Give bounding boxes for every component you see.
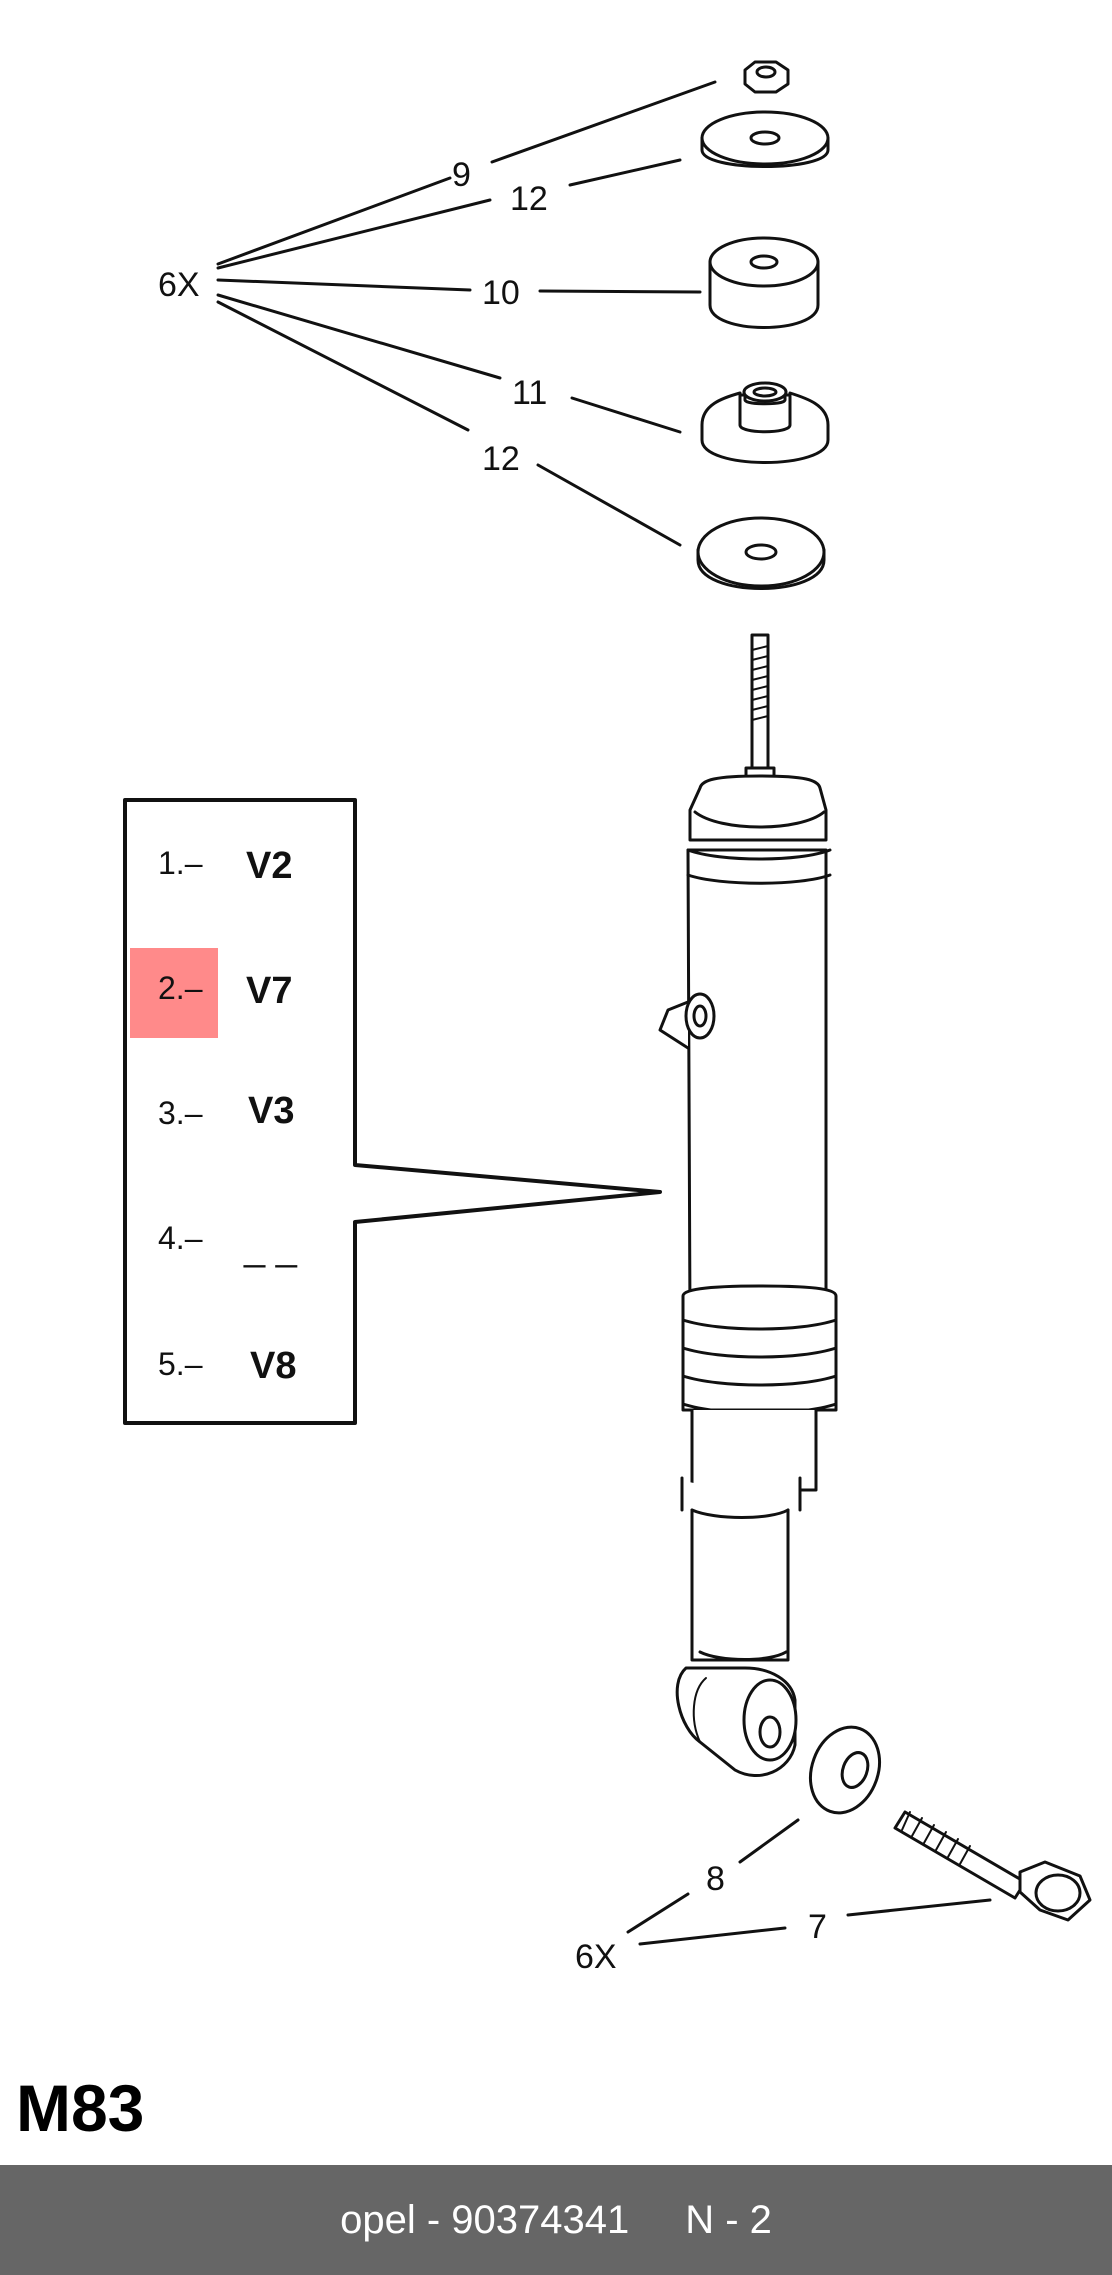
footer-part-number: opel - 90374341 [340,2197,630,2242]
legend-row-5-code: V8 [250,1345,296,1387]
callout-9: 9 [452,156,471,194]
callout-7: 7 [808,1908,827,1946]
rubber-bushing-part-10 [708,236,820,329]
footer-page-ref: N - 2 [685,2197,772,2242]
leader-lines-top [216,80,717,547]
callout-6x-top: 6X [158,266,200,304]
legend-row-2-code: V7 [246,970,292,1012]
legend-row-5-number: 5.– [158,1346,203,1382]
diagram-code-label: M83 [16,2071,145,2145]
legend-row-2-number: 2.– [158,970,203,1006]
upper-washer-part-12 [700,110,830,168]
washer-part-8 [809,1725,881,1815]
callout-12-lower: 12 [482,440,520,478]
legend-highlight [130,948,218,1038]
variant-legend-box [123,798,662,1425]
exploded-parts-diagram: 6X 9 12 10 11 12 8 6X 7 1.– V2 2.– V7 3.… [123,60,1092,1976]
footer-bar: opel - 90374341 N - 2 [0,2165,1112,2275]
legend-row-1-number: 1.– [158,845,203,881]
legend-row-1-code: V2 [246,845,292,887]
hex-nut-part-9 [743,60,790,94]
legend-row-4-code: _ _ [243,1227,298,1269]
callout-12-upper: 12 [510,180,548,218]
callout-6x-bottom: 6X [575,1938,617,1976]
bolt-part-7 [893,1810,1092,1922]
lower-mounting-eye [675,1666,798,1777]
shock-absorber-body [658,774,838,1662]
callout-10: 10 [482,274,520,312]
lower-washer-part-12 [696,516,826,590]
leader-lines-bottom [626,1818,992,1946]
piston-rod [744,633,776,790]
callout-11: 11 [512,374,547,412]
legend-row-4-number: 4.– [158,1220,203,1256]
callout-8: 8 [706,1860,725,1898]
legend-row-3-code: V3 [248,1090,294,1132]
legend-row-3-number: 3.– [158,1095,203,1131]
stepped-bushing-part-11 [700,381,830,464]
